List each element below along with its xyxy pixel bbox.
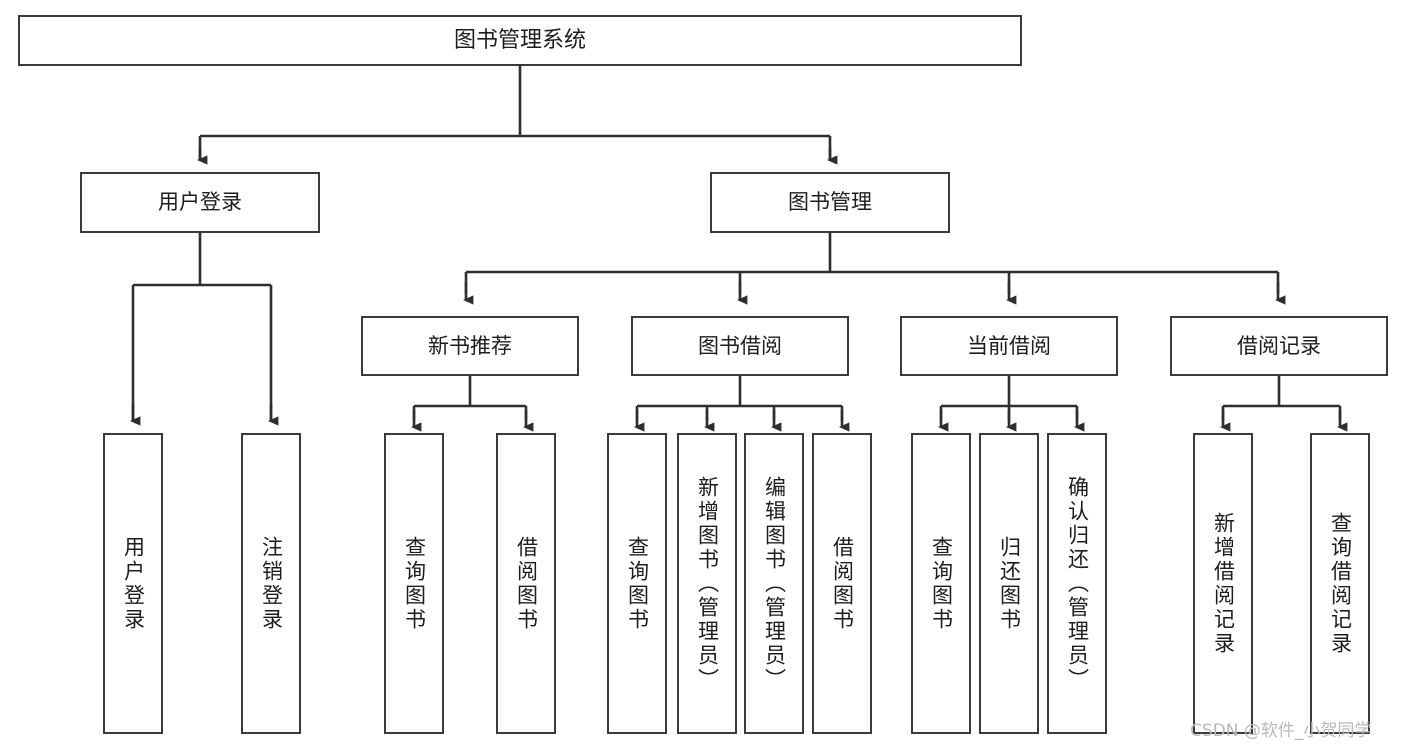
node-root-system[interactable]: 图书管理系统 [18, 15, 1022, 66]
node-label: 新书推荐 [428, 333, 512, 358]
node-label: 确认归还（管理员） [1065, 475, 1090, 692]
node-label: 借阅图书 [514, 535, 539, 632]
node-book-management[interactable]: 图书管理 [710, 172, 950, 233]
node-label: 图书管理 [788, 190, 872, 215]
node-label: 归还图书 [997, 535, 1022, 632]
node-label: 借阅记录 [1237, 333, 1321, 358]
node-label: 注销登录 [259, 535, 284, 632]
node-borrow-record[interactable]: 借阅记录 [1170, 316, 1388, 376]
node-label: 图书管理系统 [453, 27, 586, 53]
leaf-borrow-book[interactable]: 借阅图书 [812, 433, 872, 734]
leaf-logout[interactable]: 注销登录 [241, 433, 301, 734]
node-label: 编辑图书（管理员） [762, 475, 787, 692]
leaf-confirm-return-admin[interactable]: 确认归还（管理员） [1047, 433, 1107, 734]
node-label: 查询图书 [625, 535, 650, 632]
node-label: 查询图书 [402, 535, 427, 632]
leaf-borrow-book-recommend[interactable]: 借阅图书 [496, 433, 556, 734]
leaf-query-book-recommend[interactable]: 查询图书 [384, 433, 444, 734]
leaf-return-book[interactable]: 归还图书 [979, 433, 1039, 734]
node-label: 图书借阅 [698, 333, 782, 358]
leaf-query-borrow-record[interactable]: 查询借阅记录 [1310, 433, 1370, 734]
node-new-book-recommend[interactable]: 新书推荐 [361, 316, 579, 376]
node-label: 新增图书（管理员） [695, 475, 720, 692]
leaf-edit-book-admin[interactable]: 编辑图书（管理员） [744, 433, 804, 734]
node-current-borrow[interactable]: 当前借阅 [900, 316, 1118, 376]
node-label: 当前借阅 [967, 333, 1051, 358]
leaf-user-login[interactable]: 用户登录 [103, 433, 163, 734]
leaf-query-book-current[interactable]: 查询图书 [911, 433, 971, 734]
leaf-add-book-admin[interactable]: 新增图书（管理员） [677, 433, 737, 734]
csdn-watermark: CSDN @软件_小贺同学 [1190, 721, 1372, 741]
node-label: 借阅图书 [830, 535, 855, 632]
node-label: 用户登录 [121, 535, 146, 632]
node-label: 查询图书 [929, 535, 954, 632]
node-user-login[interactable]: 用户登录 [80, 172, 320, 233]
leaf-add-borrow-record[interactable]: 新增借阅记录 [1193, 433, 1253, 734]
node-label: 用户登录 [158, 190, 242, 215]
node-label: 新增借阅记录 [1211, 511, 1236, 656]
node-book-borrow[interactable]: 图书借阅 [631, 316, 849, 376]
node-label: 查询借阅记录 [1328, 511, 1353, 656]
leaf-query-book-borrow[interactable]: 查询图书 [607, 433, 667, 734]
